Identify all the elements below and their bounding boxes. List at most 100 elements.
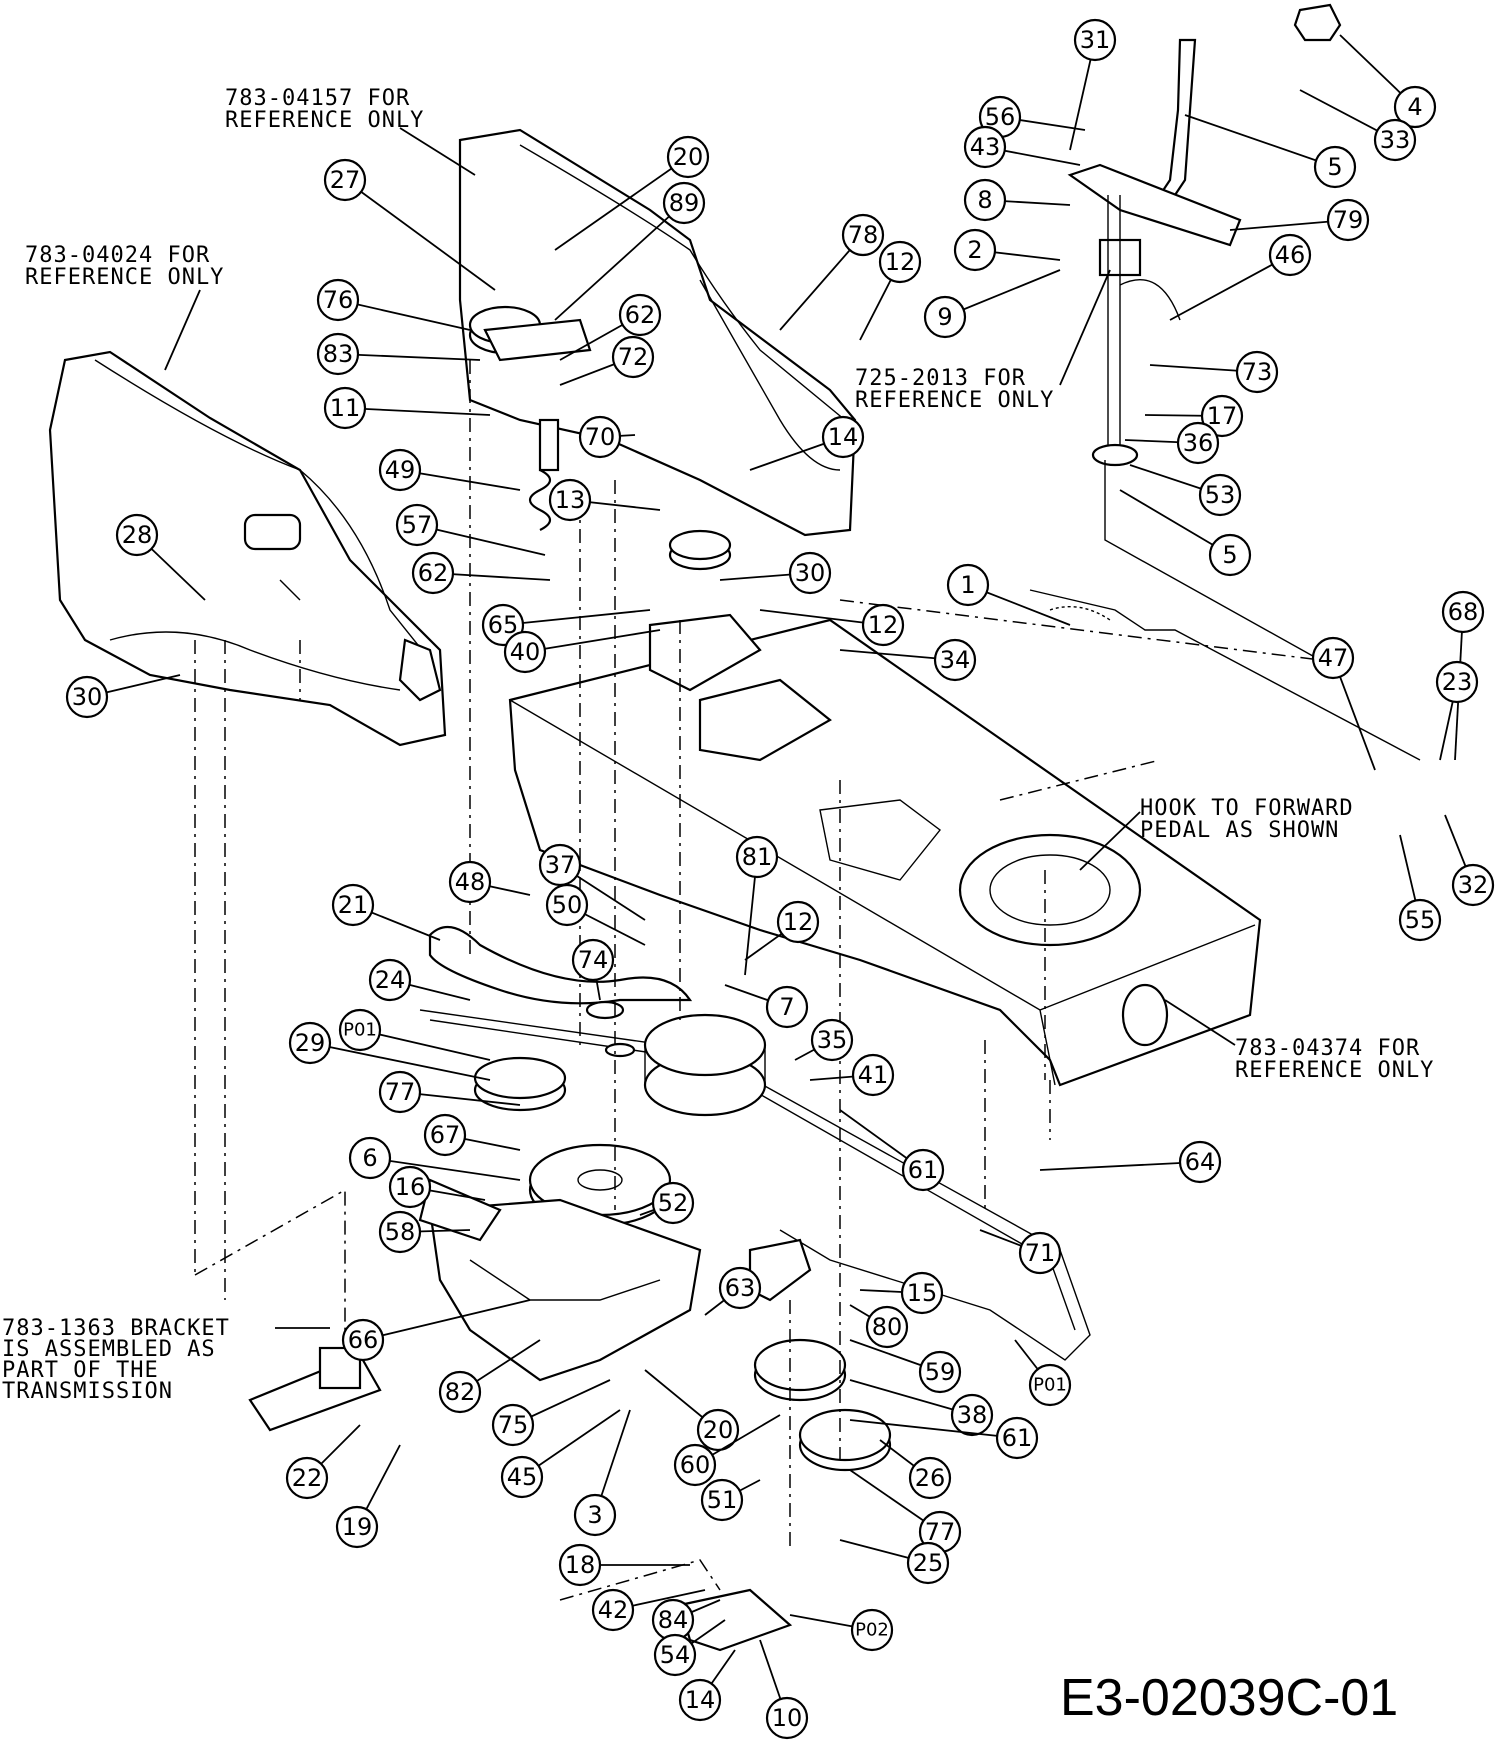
- callout-number: 1: [960, 571, 975, 599]
- callout-circle: [950, 1393, 994, 1437]
- callout-circle: [558, 1543, 602, 1587]
- callout-circle: [908, 1456, 952, 1500]
- part-callout-25: 25: [839, 1539, 950, 1585]
- part-callout-55: 55: [1398, 834, 1442, 942]
- callout-circle: [578, 415, 622, 459]
- callout-circle: [765, 985, 809, 1029]
- callout-number: 36: [1183, 429, 1214, 457]
- callout-number: 12: [783, 908, 814, 936]
- diagram-code: E3-02039C-01: [1060, 1669, 1398, 1727]
- part-callout-57: 57: [395, 503, 546, 556]
- callout-number: 77: [925, 1518, 956, 1546]
- callout-circle: [378, 448, 422, 492]
- callout-number: P02: [855, 1620, 889, 1641]
- callout-circle: [611, 335, 655, 379]
- transmission: [248, 1178, 702, 1432]
- callout-number: 5: [1222, 541, 1237, 569]
- part-callout-37: 37: [538, 843, 646, 921]
- part-callout-64: 64: [1039, 1140, 1222, 1184]
- callout-number: 67: [430, 1121, 461, 1149]
- part-callout-66: 66: [341, 1299, 531, 1362]
- callout-circle: [548, 478, 592, 522]
- part-callout-53: 53: [1129, 464, 1242, 517]
- callout-circle: [323, 386, 367, 430]
- part-callout-12: 12: [744, 900, 820, 961]
- callout-circle: [1441, 590, 1485, 634]
- callout-number: 32: [1458, 871, 1489, 899]
- callout-circle: [841, 213, 885, 257]
- callout-circle: [878, 240, 922, 284]
- callout-number: 49: [385, 456, 416, 484]
- part-callout-49: 49: [378, 448, 521, 492]
- callout-number: 38: [957, 1401, 988, 1429]
- callout-number: 65: [488, 611, 519, 639]
- callout-number: 5: [1327, 153, 1342, 181]
- callout-number: 45: [507, 1463, 538, 1491]
- part-callout-73: 73: [1149, 350, 1279, 394]
- callout-leader: [554, 156, 689, 251]
- callout-circle: [331, 883, 375, 927]
- callout-number: 11: [330, 394, 361, 422]
- callout-circle: [338, 1008, 382, 1052]
- callout-circle: [316, 332, 360, 376]
- callout-number: 47: [1318, 644, 1349, 672]
- tension-rod: [1029, 589, 1421, 761]
- part-callout-35: 35: [794, 1018, 854, 1062]
- part-callout-15: 15: [859, 1271, 944, 1315]
- part-callout-76: 76: [316, 278, 471, 331]
- callout-circle: [1018, 1231, 1062, 1275]
- part-callout-47: 47: [1311, 636, 1376, 771]
- callout-number: 43: [970, 133, 1001, 161]
- part-callout-4: 4: [1339, 34, 1437, 129]
- part-callout-51: 51: [700, 1478, 761, 1522]
- callout-number: 4: [1407, 93, 1422, 121]
- callout-circle: [1200, 394, 1244, 438]
- steering-assembly: [1067, 3, 1342, 661]
- callout-circle: [995, 1416, 1039, 1460]
- callout-number: 68: [1448, 598, 1479, 626]
- callout-circle: [448, 860, 492, 904]
- callout-circle: [963, 178, 1007, 222]
- part-callout-6: 6: [348, 1136, 521, 1181]
- ref-note-783-04157-line1: 783-04157 FOR: [225, 86, 410, 111]
- callout-circle: [673, 1443, 717, 1487]
- callout-circle: [1198, 473, 1242, 517]
- callout-circle: [395, 503, 439, 547]
- callout-number: 83: [323, 340, 354, 368]
- ref-note-783-04374-line1: 783-04374 FOR: [1235, 1036, 1420, 1061]
- part-callout-13: 13: [548, 478, 661, 522]
- callout-number: 76: [323, 286, 354, 314]
- callout-number: 26: [915, 1464, 946, 1492]
- part-callout-54: 54: [653, 1619, 726, 1677]
- ref-note-783-1363-line2: IS ASSEMBLED AS: [2, 1337, 216, 1362]
- callout-number: 15: [907, 1279, 938, 1307]
- callout-leader: [1169, 254, 1291, 321]
- part-callout-45: 45: [500, 1409, 621, 1499]
- callout-number: 20: [703, 1416, 734, 1444]
- callout-circle: [933, 638, 977, 682]
- part-callout-19: 19: [335, 1444, 401, 1549]
- part-callout-26: 26: [879, 1439, 952, 1500]
- part-callout-32: 32: [1444, 814, 1495, 907]
- callout-circle: [810, 1018, 854, 1062]
- part-callout-20: 20: [554, 135, 710, 251]
- callout-circle: [1176, 421, 1220, 465]
- callout-leader: [1184, 114, 1336, 168]
- callout-number: 50: [552, 891, 583, 919]
- callout-circle: [1313, 145, 1357, 189]
- callout-number: 60: [680, 1451, 711, 1479]
- callout-leader: [337, 299, 471, 331]
- callout-leader: [309, 1042, 491, 1081]
- callout-number: 18: [565, 1551, 596, 1579]
- callout-number: 30: [795, 559, 826, 587]
- part-callout-48: 48: [448, 860, 531, 904]
- part-callout-89: 89: [554, 181, 706, 321]
- ref-note-hook-line1: HOOK TO FORWARD: [1140, 796, 1354, 821]
- part-callout-79: 79: [1229, 198, 1370, 242]
- callout-circle: [1311, 636, 1355, 680]
- ref-note-783-04024-line1: 783-04024 FOR: [25, 243, 210, 268]
- callout-circle: [1435, 660, 1479, 704]
- callout-number: 52: [658, 1189, 689, 1217]
- callout-leader: [502, 609, 651, 626]
- ref-note-hook-line2: PEDAL AS SHOWN: [1140, 818, 1339, 843]
